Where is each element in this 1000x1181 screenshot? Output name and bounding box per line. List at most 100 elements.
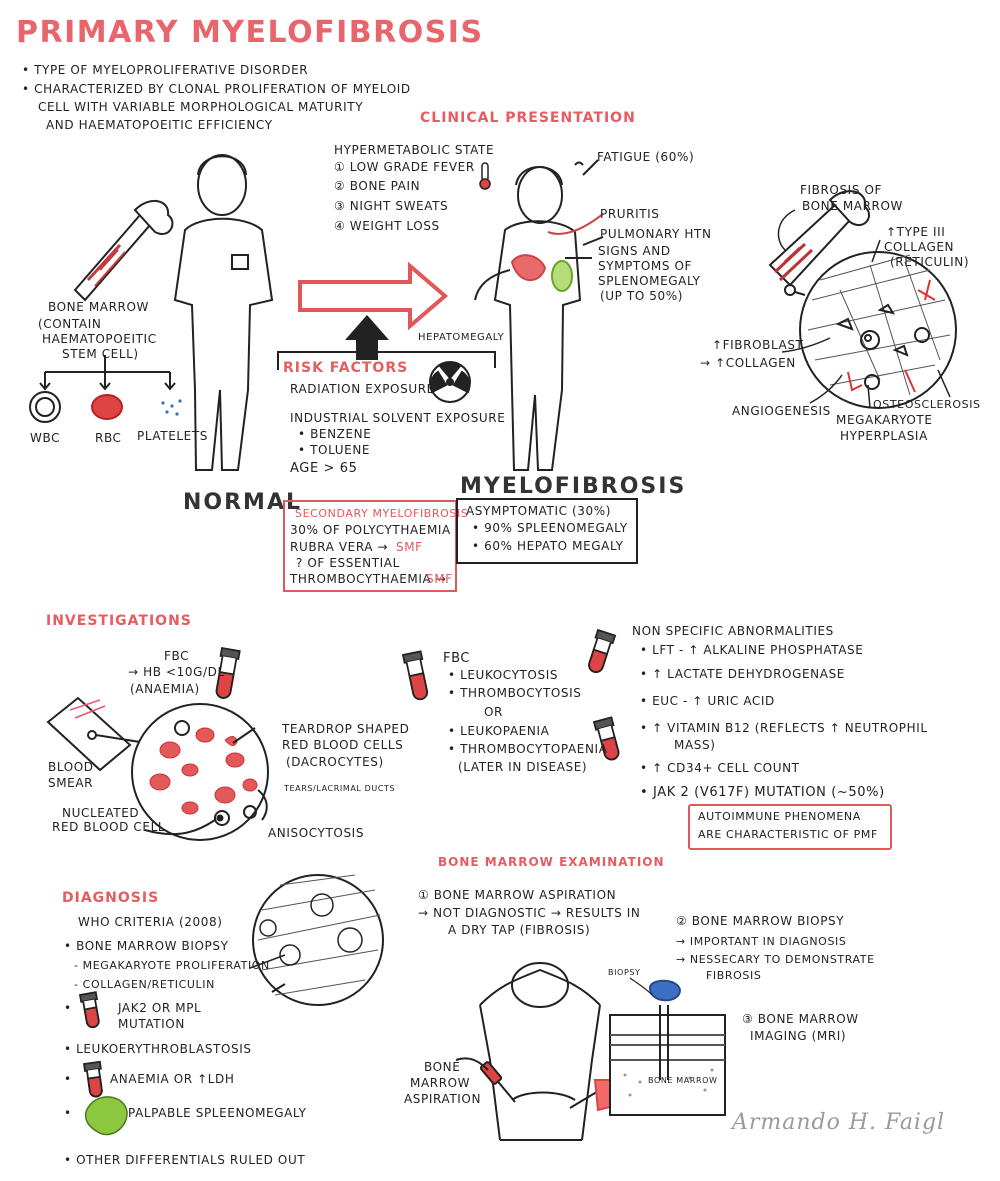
nonspecific-line: • EUC - ↑ URIC ACID [640, 694, 775, 708]
risk-solvent: INDUSTRIAL SOLVENT EXPOSURE [290, 411, 506, 425]
hypermetabolic-title: HYPERMETABOLIC STATE [334, 143, 495, 157]
progression-arrow [277, 261, 496, 370]
blood-smear-illustration [46, 696, 269, 841]
nonspecific-line: • ↑ VITAMIN B12 (REFLECTS ↑ NEUTROPHIL [640, 721, 928, 735]
collagen-label: (RETICULIN) [890, 255, 970, 269]
aspiration-line: A DRY TAP (FIBROSIS) [448, 923, 591, 937]
autoimmune-box [688, 804, 892, 850]
biopsy-line: FIBROSIS [706, 969, 762, 982]
bone-marrow-label: (CONTAIN [38, 317, 102, 331]
spleen-stat: • 90% SPLEENOMEGALY [472, 521, 628, 535]
secondary-line: RUBRA VERA → [290, 540, 389, 554]
osteosclerosis-label: OSTEOSCLEROSIS [873, 398, 981, 411]
symptom-line: ① LOW GRADE FEVER [334, 160, 475, 174]
fibrosis-heading: FIBROSIS OF [800, 183, 882, 197]
symptom-line: ④ WEIGHT LOSS [334, 219, 440, 233]
biopsy-histology-illustration [249, 874, 384, 1006]
diagnosis-item: JAK2 OR MPL [118, 1001, 202, 1015]
nonspecific-line: • ↑ LACTATE DEHYDROGENASE [640, 667, 845, 681]
normal-person-illustration [173, 154, 274, 471]
thermometer-icon [479, 162, 491, 190]
teardrop-label: (DACROCYTES) [286, 755, 384, 769]
nonspecific-line: • ↑ CD34+ CELL COUNT [640, 761, 800, 775]
fbc2-line: • THROMBOCYTOPAENIA [448, 742, 608, 756]
biopsy-line: → NESSECARY TO DEMONSTRATE [676, 953, 875, 966]
bone-marrow-tag: BONE MARROW [648, 1076, 718, 1085]
spleen-icon [84, 1096, 128, 1136]
splenomegaly-label: (UP TO 50%) [600, 289, 684, 303]
bone-illustration [73, 200, 174, 302]
pruritis-label: PRURITIS [600, 207, 660, 221]
fibroblast-label: ↑FIBROBLAST [712, 338, 804, 352]
diagnosis-heading: DIAGNOSIS [62, 890, 160, 906]
bme-heading: BONE MARROW EXAMINATION [438, 855, 665, 869]
sick-person-illustration [474, 159, 604, 471]
fbc2-line: • THROMBOCYTOSIS [448, 686, 582, 700]
secondary-line: THROMBOCYTHAEMIA → [290, 572, 447, 586]
fbc-label: FBC [164, 649, 190, 663]
imaging-line: IMAGING (MRI) [750, 1029, 847, 1043]
biopsy-cross-section [609, 977, 726, 1116]
teardrop-label: TEARDROP SHAPED [282, 722, 410, 736]
fbc2-line: FBC [443, 651, 471, 666]
imaging-line: ③ BONE MARROW [742, 1012, 859, 1026]
secondary-line: ? OF ESSENTIAL [296, 556, 400, 570]
diagnosis-item: • BONE MARROW BIOPSY [64, 939, 229, 953]
megakaryote-label: MEGAKARYOTE [836, 413, 933, 427]
biopsy-line: → IMPORTANT IN DIAGNOSIS [676, 935, 847, 948]
biopsy-tag: BIOPSY [608, 968, 641, 977]
aspiration-label: BONE [424, 1060, 461, 1074]
biopsy-line: ② BONE MARROW BIOPSY [676, 914, 845, 928]
nonspecific-line: • LFT - ↑ ALKALINE PHOSPHATASE [640, 643, 864, 657]
fbc2-line: • LEUKOCYTOSIS [448, 668, 559, 682]
angiogenesis-label: ANGIOGENESIS [732, 404, 831, 418]
wbc-label: WBC [30, 431, 61, 445]
platelets-label: PLATELETS [137, 429, 209, 443]
symptom-line: ③ NIGHT SWEATS [334, 199, 449, 213]
myelofibrosis-box [456, 498, 638, 564]
fibrosis-heading: BONE MARROW [802, 199, 903, 213]
autoimmune-line: AUTOIMMUNE PHENOMENA [698, 810, 861, 823]
anisocytosis-label: ANISOCYTOSIS [268, 826, 365, 840]
radiation-icon [429, 361, 471, 403]
intro-line: • CHARACTERIZED BY CLONAL PROLIFERATION … [22, 82, 411, 96]
fibrosis-arrows [777, 209, 951, 409]
nonspecific-line: • JAK 2 (V617F) MUTATION (~50%) [640, 785, 885, 800]
bone-marrow-label: STEM CELL) [62, 347, 139, 361]
diagnosis-item: - MEGAKARYOTE PROLIFERATION [74, 959, 270, 972]
secondary-line: 30% OF POLYCYTHAEMIA [290, 523, 451, 537]
fbc2-line: (LATER IN DISEASE) [458, 760, 588, 774]
megakaryote-label: HYPERPLASIA [840, 429, 928, 443]
intro-line: CELL WITH VARIABLE MORPHOLOGICAL MATURIT… [38, 100, 364, 114]
aspiration-line: → NOT DIAGNOSTIC → RESULTS IN [418, 906, 641, 920]
collagen-label: COLLAGEN [884, 240, 955, 254]
author-signature: Armando H. Faigl [732, 1110, 946, 1135]
fbc2-line: OR [484, 705, 503, 719]
bullet: • [64, 1072, 72, 1086]
risk-radiation: RADIATION EXPOSURE [290, 382, 435, 396]
secondary-heading: SECONDARY MYELOFIBROSIS [295, 507, 469, 520]
bullet: • [64, 1001, 72, 1015]
risk-age: AGE > 65 [290, 461, 358, 476]
splenomegaly-label: SYMPTOMS OF [598, 259, 693, 273]
symptom-line: ② BONE PAIN [334, 179, 421, 193]
intro-line: • TYPE OF MYELOPROLIFERATIVE DISORDER [22, 63, 309, 77]
aspiration-label: MARROW [410, 1076, 471, 1090]
bone-marrow-label: HAEMATOPOEITIC [42, 332, 157, 346]
smear-label: SMEAR [48, 776, 94, 790]
smf-tag: SMF [396, 540, 423, 554]
who-criteria: WHO CRITERIA (2008) [78, 915, 223, 929]
risk-toluene: • TOLUENE [298, 443, 371, 457]
page-title: PRIMARY MYELOFIBROSIS [16, 15, 484, 50]
diagnosis-item: • OTHER DIFFERENTIALS RULED OUT [64, 1153, 306, 1167]
cell-tree [29, 355, 182, 423]
diagnosis-item: • LEUKOERYTHROBLASTOSIS [64, 1042, 252, 1056]
hepatomegaly-label: HEPATOMEGALY [418, 332, 505, 343]
smear-label: BLOOD [48, 760, 94, 774]
autoimmune-line: ARE CHARACTERISTIC OF PMF [698, 828, 878, 841]
fbc-line: → Hb <10g/dl [128, 665, 225, 679]
fibrosis-bone-illustration [768, 190, 957, 409]
investigations-heading: INVESTIGATIONS [46, 613, 192, 629]
normal-label: NORMAL [183, 490, 302, 515]
